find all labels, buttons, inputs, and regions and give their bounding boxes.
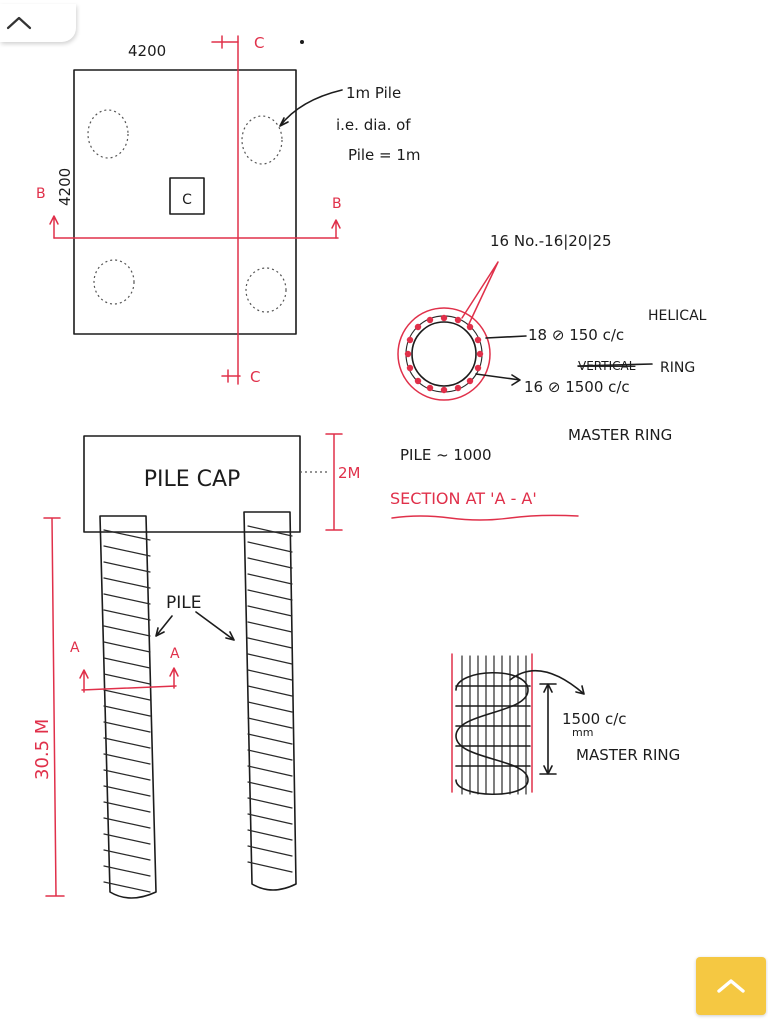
detail-spacing-dimension	[539, 683, 557, 775]
ring-label: RING	[660, 360, 695, 376]
section-c-top-arrow	[211, 35, 239, 49]
plan-view: C C C B B 4200 4200 1m Pile i.e. dia. of…	[36, 34, 421, 386]
pile-plan-top-right	[241, 115, 283, 165]
pile-outer-ring	[397, 307, 491, 401]
plan-width-dimension: 4200	[128, 42, 166, 60]
helical-spec: 18 ⊘ 150 c/c	[528, 326, 624, 344]
section-a-line	[81, 685, 177, 691]
master-spec: 16 ⊘ 1500 c/c	[524, 378, 630, 396]
pile-size: PILE ~ 1000	[400, 446, 492, 464]
detail-spacing: 1500 c/c	[562, 710, 627, 728]
pile-cap-label: PILE CAP	[144, 467, 241, 492]
column-label: C	[182, 192, 192, 208]
pile-arrow-left	[155, 615, 173, 637]
section-c-bottom-label: C	[250, 368, 260, 386]
pile-cross-section: 16 No.-16|20|25 18 ⊘ 150 c/c HELICAL VER…	[390, 232, 707, 521]
section-c-top-label: C	[254, 34, 264, 52]
master-label: MASTER RING	[568, 426, 672, 444]
pile-note-line-2: i.e. dia. of	[336, 116, 411, 134]
pile-label: PILE	[166, 593, 201, 613]
scroll-to-top-button[interactable]	[696, 957, 766, 1015]
pile-plan-top-left	[87, 109, 129, 159]
section-b-left-arrow	[49, 215, 59, 239]
section-title-underline	[391, 514, 579, 521]
master-ring	[411, 321, 477, 387]
chevron-up-icon	[6, 16, 32, 30]
collapse-toggle-button[interactable]	[0, 4, 76, 42]
pile-left-elevation	[99, 515, 157, 899]
section-b-right-arrow	[331, 219, 341, 239]
detail-label: MASTER RING	[576, 746, 680, 764]
section-a-left-label: A	[70, 640, 80, 656]
pile-length-dimension	[43, 517, 65, 897]
reinforcement-detail: 1500 c/c mm MASTER RING	[451, 653, 680, 795]
section-a-right-label: A	[170, 646, 180, 662]
section-a-left-arrow	[79, 669, 89, 693]
bar-note: 16 No.-16|20|25	[490, 232, 612, 250]
bar-note-leader	[461, 261, 499, 327]
detail-note-arrow	[509, 669, 585, 695]
pile-note-line-3: Pile = 1m	[348, 146, 421, 164]
pile-plan-bottom-left	[93, 259, 135, 305]
detail-master-rings	[455, 685, 531, 767]
section-b-right-label: B	[332, 196, 342, 212]
column-plan	[169, 177, 205, 215]
pile-plan-bottom-right	[245, 267, 287, 313]
detail-unit: mm	[572, 726, 593, 739]
ink-dot	[300, 40, 304, 44]
master-leader	[475, 373, 521, 386]
strike-through	[577, 363, 653, 367]
pile-right-elevation	[243, 511, 297, 891]
chevron-up-icon	[717, 979, 745, 993]
elevation-view: PILE CAP 2M 30.5 M PILE A A	[32, 433, 361, 899]
section-title: SECTION AT 'A - A'	[390, 489, 537, 508]
pile-note-arrow	[279, 89, 343, 127]
longitudinal-bars	[404, 314, 484, 394]
cap-depth-label: 2M	[338, 464, 361, 482]
pile-arrow-right	[195, 611, 235, 641]
detail-helical-spiral	[455, 672, 529, 795]
helical-leader	[485, 335, 527, 339]
pile-cap-plan-outline	[73, 69, 297, 335]
helical-label: HELICAL	[648, 308, 707, 324]
cap-depth-dimension	[325, 433, 343, 531]
plan-height-dimension: 4200	[56, 168, 74, 206]
section-c-bottom-arrow	[221, 369, 241, 383]
section-a-right-arrow	[169, 667, 179, 689]
pile-note-line-1: 1m Pile	[346, 84, 401, 102]
pile-length-label: 30.5 M	[32, 719, 53, 780]
section-b-left-label: B	[36, 186, 46, 202]
pile-cap-elevation	[83, 435, 301, 533]
